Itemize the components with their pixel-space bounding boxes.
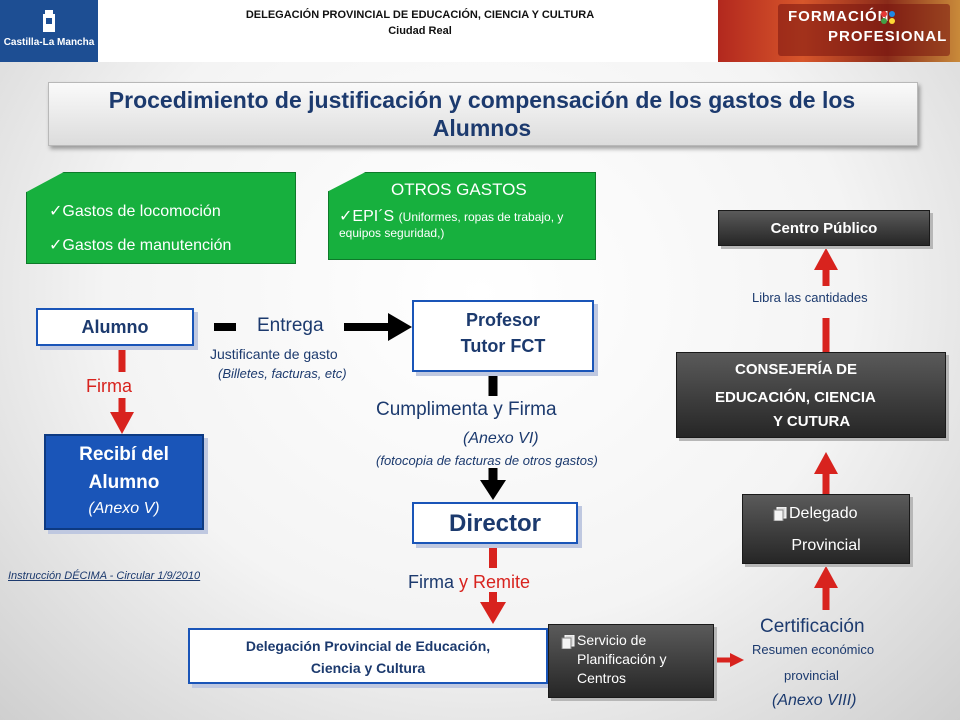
director-label: Director	[448, 510, 542, 537]
delegado-provincial-node: Delegado Provincial	[742, 494, 910, 564]
logo-left-text: Castilla-La Mancha	[3, 37, 95, 48]
delegado-label-2: Provincial	[791, 537, 861, 554]
consejeria-label-1: CONSEJERÍA DE	[735, 361, 857, 378]
remite-word: Remite	[473, 572, 531, 592]
firma-label: Firma	[86, 376, 132, 396]
color-dots-icon	[881, 11, 895, 24]
header-line-2: Ciudad Real	[388, 25, 452, 37]
expenses-box-left: ✓Gastos de locomoción ✓Gastos de manuten…	[26, 172, 296, 264]
anexo-vi-label: (Anexo VI)	[463, 430, 539, 447]
alumno-label: Alumno	[81, 317, 149, 337]
check-icon: ✓	[339, 208, 353, 225]
billetes-label: (Billetes, facturas, etc)	[218, 366, 347, 381]
servicio-planificacion-node: Servicio de Planificación y Centros	[548, 624, 714, 698]
delegado-label-1: Delegado	[789, 505, 858, 522]
firma-arrowhead	[110, 412, 134, 434]
instruccion-note: Instrucción DÉCIMA - Circular 1/9/2010	[8, 570, 201, 582]
consejeria-arrowhead	[814, 248, 838, 270]
delegacion-label-1: Delegación Provincial de Educación,	[245, 638, 491, 654]
epis-item: ✓EPI´S (Uniformes, ropas de trabajo, y e…	[339, 208, 564, 241]
document-icon	[561, 635, 575, 649]
page-title: Procedimiento de justificación y compens…	[108, 87, 856, 141]
entrega-label: Entrega	[257, 315, 324, 336]
consejeria-label-2: EDUCACIÓN, CIENCIA	[715, 389, 876, 406]
formacion-profesional-logo: FORMACIÓN PROFESIONAL	[718, 0, 960, 62]
servicio-label-2: Planificación y	[577, 651, 667, 667]
servicio-label-1: Servicio de	[577, 632, 647, 648]
delegacion-label-2: Ciencia y Cultura	[310, 660, 426, 676]
consejeria-node: CONSEJERÍA DE EDUCACIÓN, CIENCIA Y CUTUR…	[676, 352, 946, 438]
director-node: Director	[412, 502, 578, 544]
consejeria-label-3: Y CUTURA	[773, 413, 851, 430]
crest-icon	[43, 10, 55, 32]
fotocopia-label: (fotocopia de facturas de otros gastos)	[376, 453, 598, 468]
expenses-box-right: OTROS GASTOS ✓EPI´S (Uniformes, ropas de…	[328, 172, 596, 260]
header-line-1: DELEGACIÓN PROVINCIAL DE EDUCACIÓN, CIEN…	[245, 9, 595, 21]
document-icon	[773, 507, 787, 521]
profesor-label-1: Profesor	[465, 310, 541, 330]
otros-gastos-heading: OTROS GASTOS	[391, 180, 527, 199]
certificacion-arrowhead	[814, 566, 838, 588]
castilla-la-mancha-logo: Castilla-La Mancha	[0, 0, 98, 62]
centro-label: Centro Público	[770, 220, 878, 237]
logo-word-1: FORMACIÓN	[788, 8, 890, 25]
check-icon: ✓	[49, 203, 63, 220]
firma-remite-label: Firma y Remite	[408, 572, 530, 593]
centro-publico-node: Centro Público	[718, 210, 930, 246]
remite-arrowhead	[480, 602, 506, 624]
delegado-arrowhead	[814, 452, 838, 474]
servicio-label-3: Centros	[577, 670, 627, 686]
check-icon: ✓	[49, 237, 63, 254]
alumno-node: Alumno	[36, 308, 194, 346]
logo-word-2: PROFESIONAL	[828, 28, 948, 45]
resumen-label-2: provincial	[784, 668, 839, 683]
title-banner	[48, 82, 918, 146]
logo-badge	[778, 4, 950, 56]
anexo-viii-label: (Anexo VIII)	[772, 692, 857, 709]
cumplimenta-arrowhead	[480, 480, 506, 500]
expense-item-manutencion: ✓Gastos de manutención	[49, 237, 232, 254]
justificante-label: Justificante de gasto	[210, 346, 338, 362]
resumen-label-1: Resumen económico	[752, 642, 875, 657]
certificacion-label: Certificación	[760, 616, 865, 637]
recibi-label-3: (Anexo V)	[88, 500, 160, 517]
entrega-arrowhead	[388, 313, 412, 341]
recibi-alumno-node: Recibí del Alumno (Anexo V)	[44, 434, 204, 530]
profesor-tutor-node: Profesor Tutor FCT	[412, 300, 594, 372]
servicio-arrowhead	[730, 653, 744, 667]
cumplimenta-label: Cumplimenta y Firma	[376, 399, 557, 420]
y-word: y	[459, 572, 469, 592]
libra-label: Libra las cantidades	[752, 290, 868, 305]
servicio-label: Servicio de Planificación y Centros	[577, 631, 667, 688]
recibi-label-2: Alumno	[88, 472, 160, 493]
profesor-label-2: Tutor FCT	[460, 336, 546, 356]
delegacion-provincial-node: Delegación Provincial de Educación, Cien…	[188, 628, 548, 684]
expense-item-locomocion: ✓Gastos de locomoción	[49, 203, 221, 220]
recibi-label-1: Recibí del	[79, 444, 169, 465]
firma-word: Firma	[408, 572, 454, 592]
